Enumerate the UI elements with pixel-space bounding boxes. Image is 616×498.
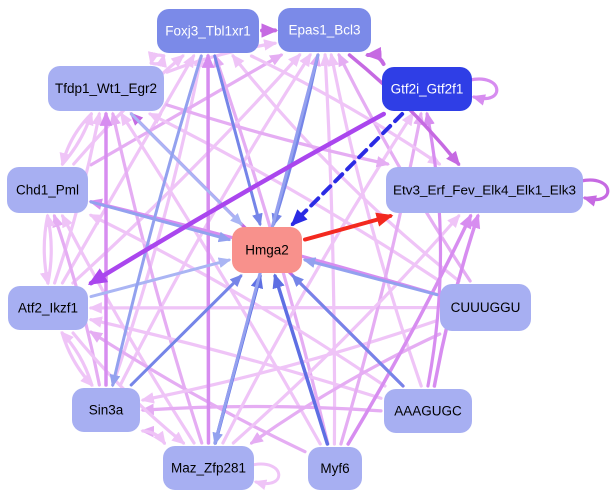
edge-sin3a-epas1 (118, 52, 312, 387)
node-box-hmga2[interactable] (232, 227, 302, 273)
edge-tfdp1-chd1 (59, 112, 93, 167)
node-label-gtf2i: Gtf2i_Gtf2f1 (391, 82, 464, 97)
edge-gtf2i-gtf2i (468, 77, 499, 106)
node-aaagugc[interactable]: AAAGUGC (384, 389, 472, 433)
edge-foxj3-hmga2 (213, 54, 263, 227)
node-chd1[interactable]: Chd1_Pml (7, 167, 88, 213)
node-label-foxj3: Foxj3_Tbl1xr1 (165, 24, 251, 39)
edge-cuuuggu-maz (249, 332, 442, 445)
edge-myf6-hmga2 (272, 273, 330, 446)
edge-atf2-chd1 (44, 213, 56, 285)
edge-chd1-tfdp1 (60, 111, 94, 166)
node-cuuuggu[interactable]: CUUUGGU (440, 284, 531, 331)
edge-myf6-epas1 (319, 52, 337, 446)
node-maz[interactable]: Maz_Zfp281 (163, 446, 254, 490)
node-hmga2[interactable]: Hmga2 (232, 227, 302, 273)
node-box-epas1[interactable] (278, 8, 371, 52)
edge-sin3a-atf2 (60, 331, 94, 387)
node-box-atf2[interactable] (8, 286, 88, 330)
edge-tfdp1-etv3 (165, 103, 391, 168)
node-label-atf2: Atf2_Ikzf1 (18, 301, 78, 316)
node-sin3a[interactable]: Sin3a (72, 388, 140, 432)
node-label-tfdp1: Tfdp1_Wt1_Egr2 (55, 81, 157, 96)
node-label-maz: Maz_Zfp281 (171, 461, 246, 476)
node-box-maz[interactable] (163, 446, 254, 490)
node-atf2[interactable]: Atf2_Ikzf1 (8, 286, 88, 330)
node-box-tfdp1[interactable] (48, 66, 164, 111)
node-gtf2i[interactable]: Gtf2i_Gtf2f1 (382, 67, 472, 111)
edge-myf6-atf2 (88, 330, 307, 454)
node-label-epas1: Epas1_Bcl3 (288, 23, 360, 38)
edge-aaagugc-sin3a (140, 403, 383, 416)
node-box-sin3a[interactable] (72, 388, 140, 432)
edge-atf2-foxj3 (60, 53, 196, 285)
node-myf6[interactable]: Myf6 (308, 447, 362, 490)
edge-atf2-sin3a (60, 331, 94, 387)
edge-aaagugc-hmga2 (291, 274, 405, 388)
node-label-hmga2: Hmga2 (245, 243, 289, 258)
node-box-chd1[interactable] (7, 167, 88, 213)
node-tfdp1[interactable]: Tfdp1_Wt1_Egr2 (48, 66, 164, 111)
node-box-etv3[interactable] (386, 167, 583, 213)
node-box-gtf2i[interactable] (382, 67, 472, 111)
node-box-foxj3[interactable] (157, 9, 259, 53)
node-box-myf6[interactable] (308, 447, 362, 490)
node-box-aaagugc[interactable] (384, 389, 472, 433)
node-label-cuuuggu: CUUUGGU (451, 300, 521, 315)
edge-sin3a-maz (141, 429, 166, 446)
edge-chd1-atf2 (39, 214, 52, 286)
node-foxj3[interactable]: Foxj3_Tbl1xr1 (157, 9, 259, 53)
edge-gtf2i-hmga2 (290, 112, 405, 227)
node-label-myf6: Myf6 (320, 461, 349, 476)
edge-chd1-hmga2 (89, 200, 232, 243)
edge-cuuuggu-hmga2 (302, 257, 439, 297)
node-label-aaagugc: AAAGUGC (394, 404, 462, 419)
edge-etv3-etv3 (579, 178, 610, 207)
edge-myf6-etv3 (346, 213, 473, 446)
node-etv3[interactable]: Etv3_Erf_Fev_Elk4_Elk1_Elk3 (386, 167, 583, 213)
node-box-cuuuggu[interactable] (440, 284, 531, 331)
edge-aaagugc-chd1 (88, 213, 387, 388)
node-label-etv3: Etv3_Erf_Fev_Elk4_Elk1_Elk3 (393, 184, 576, 198)
edge-sin3a-hmga2 (129, 274, 243, 387)
node-label-chd1: Chd1_Pml (16, 183, 79, 198)
node-label-sin3a: Sin3a (89, 403, 124, 418)
edge-hmga2-etv3 (303, 212, 394, 242)
edge-gtf2i-epas1 (364, 46, 386, 66)
edge-aaagugc-gtf2i (423, 111, 443, 388)
edge-maz-maz (250, 462, 281, 490)
edge-myf6-tfdp1 (119, 111, 322, 446)
edge-foxj3-tfdp1 (147, 51, 166, 66)
edge-foxj3-etv3 (249, 54, 442, 166)
edge-foxj3-sin3a (109, 54, 203, 388)
edge-cuuuggu-sin3a (140, 318, 439, 404)
edge-cuuuggu-tfdp1 (147, 112, 442, 283)
edge-tfdp1-epas1 (165, 39, 278, 74)
node-epas1[interactable]: Epas1_Bcl3 (278, 8, 371, 52)
edge-atf2-hmga2 (89, 257, 232, 299)
edge-layer (39, 23, 610, 490)
edge-gtf2i-atf2 (87, 111, 386, 286)
